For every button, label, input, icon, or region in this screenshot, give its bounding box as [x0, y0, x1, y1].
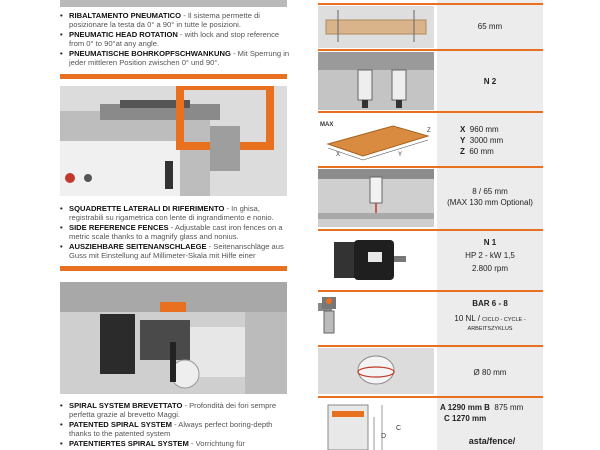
spec-fence-label: asta/fence/ [468, 436, 516, 446]
divider-1 [60, 74, 287, 79]
feature-1-it-text: - Il sistema permette di posizionare la … [69, 11, 260, 30]
feature-3-it-text: - Profondità dei fori sempre perfetta gr… [69, 401, 277, 420]
spec-panel-dims: X 960 mm Y 3000 mm Z 60 mm [460, 124, 503, 157]
spec-air-consumption: 10 NL / [454, 314, 480, 323]
feature-spiral-system: •SPIRAL SYSTEM BREVETTATO - Profondità d… [60, 401, 277, 448]
dim-y-label: Y [460, 136, 466, 145]
machine-outline-icon [327, 404, 383, 450]
spec-air-consumption-row: 10 NL / CICLO - CYCLE - [437, 313, 543, 326]
spec-thumb-fence [318, 169, 434, 227]
dim-z-value: 60 mm [469, 147, 494, 156]
feature-3-de-title: PATENTIERTES SPIRAL SYSTEM [69, 438, 189, 448]
dust-outlet-icon [357, 355, 395, 385]
spec-sep-7 [318, 396, 543, 398]
feature-1-de-title: PNEUMATISCHE BOHRKOPFSCHWANKUNG [69, 48, 231, 58]
spec-dust-outlet: Ø 80 mm [473, 368, 507, 377]
spec-dim-ab: A 1290 mm B [440, 403, 490, 412]
feature-1-en-text: - with lock and stop reference from 0° t… [69, 29, 280, 49]
dim-x-value: 960 mm [469, 125, 499, 134]
panel-axis-z: Z [427, 128, 431, 134]
feature-2-de-title: AUSZIEHBARE SEITENANSCHLAEGE [69, 241, 207, 251]
spec-air: BAR 6 - 8 10 NL / CICLO - CYCLE - ARBEIT… [437, 298, 543, 333]
spec-thumb-board [318, 6, 434, 48]
spec-sep-1 [318, 49, 543, 51]
machine-illustration-2 [60, 86, 287, 196]
feature-2-it-text: - In ghisa, registrabili su rigametrica … [69, 204, 274, 223]
feature-3-en-text: - Always perfect boring-depth thanks to … [69, 419, 273, 439]
spec-dim-b-value: 875 mm [494, 403, 524, 412]
spec-drill-length: 8 / 65 mm (MAX 130 mm Optional) [437, 186, 543, 208]
boring-heads-icon [318, 52, 434, 108]
spec-dim-c: C 1270 mm [444, 414, 487, 423]
photo-top-machine [60, 0, 287, 7]
spec-thumb-air [318, 293, 434, 343]
spec-drill-length-optional: (MAX 130 mm Optional) [447, 198, 533, 207]
dim-z-label: Z [460, 147, 465, 156]
feature-2-en-text: - Adjustable cast iron fences on a metri… [69, 222, 283, 242]
feature-side-fences: •SQUADRETTE LATERALI DI RIFERIMENTO - In… [60, 204, 284, 261]
panel-dimensions-icon [326, 125, 430, 161]
divider-2 [60, 266, 287, 271]
photo-side-fences [60, 86, 287, 196]
spec-column-bg [437, 0, 543, 450]
spec-motor-power: HP 2 - kW 1,5 [465, 251, 515, 260]
dim-x-label: X [460, 125, 466, 134]
photo-spiral-system [60, 282, 287, 394]
panel-max-label: MAX [320, 122, 334, 128]
spec-thumb-heads [318, 52, 434, 110]
spec-sep-0 [318, 3, 543, 5]
air-filter-icon [318, 297, 336, 334]
spec-air-pressure: BAR 6 - 8 [472, 299, 508, 308]
dim-d-marker: D [381, 433, 387, 440]
drill-fence-icon [318, 169, 434, 219]
feature-1-it-title: RIBALTAMENTO PNEUMATICO [69, 11, 182, 20]
spec-overall-dims: A 1290 mm B 875 mm C 1270 mm asta/fence/ [440, 402, 544, 447]
feature-2-it-title: SQUADRETTE LATERALI DI RIFERIMENTO [69, 204, 225, 213]
spec-motor-rpm: 2.800 rpm [471, 264, 509, 273]
motor-icon [334, 240, 406, 280]
spec-motor-count: N 1 [483, 238, 497, 247]
spec-sep-2 [318, 111, 543, 113]
spec-sep-5 [318, 290, 543, 292]
spec-thumb-dust [318, 348, 434, 394]
spec-sep-3 [318, 166, 543, 168]
panel-axis-x: X [336, 152, 341, 158]
spec-air-cycle-de: ARBEITSZYKLUS [467, 326, 513, 332]
dim-c-marker: C [396, 425, 402, 432]
panel-axis-y: Y [398, 152, 403, 158]
spec-thumb-motor [318, 232, 434, 288]
spec-motor: N 1 HP 2 - kW 1,5 2.800 rpm [437, 237, 543, 274]
spec-heads: N 2 [483, 77, 497, 86]
spec-thumb-overall: C D [318, 399, 434, 450]
feature-pneumatic-rotation: •RIBALTAMENTO PNEUMATICO - Il sistema pe… [60, 11, 290, 68]
feature-3-de-text: - Vorrichtung für [188, 438, 245, 448]
machine-illustration-3 [60, 282, 287, 394]
spec-sep-4 [318, 229, 543, 231]
spec-air-cycle: CICLO - CYCLE - [482, 317, 526, 323]
feature-2-de-text: - Seitenanschläge aus Guss mit Einstellu… [69, 241, 284, 261]
feature-1-en-title: PNEUMATIC HEAD ROTATION [69, 29, 178, 39]
spec-sep-6 [318, 345, 543, 347]
board-icon [325, 10, 427, 42]
feature-3-en-title: PATENTED SPIRAL SYSTEM [69, 419, 172, 429]
feature-1-de-text: - Mit Sperrung in jeder mittleren Positi… [69, 48, 290, 68]
feature-2-en-title: SIDE REFERENCE FENCES [69, 222, 169, 232]
feature-3-it-title: SPIRAL SYSTEM BREVETTATO [69, 401, 183, 410]
spec-thumb-panel: MAX X Y Z [318, 114, 434, 164]
dim-y-value: 3000 mm [469, 136, 504, 145]
spec-drill-length-main: 8 / 65 mm [472, 187, 508, 196]
spec-depth: 65 mm [477, 22, 503, 31]
